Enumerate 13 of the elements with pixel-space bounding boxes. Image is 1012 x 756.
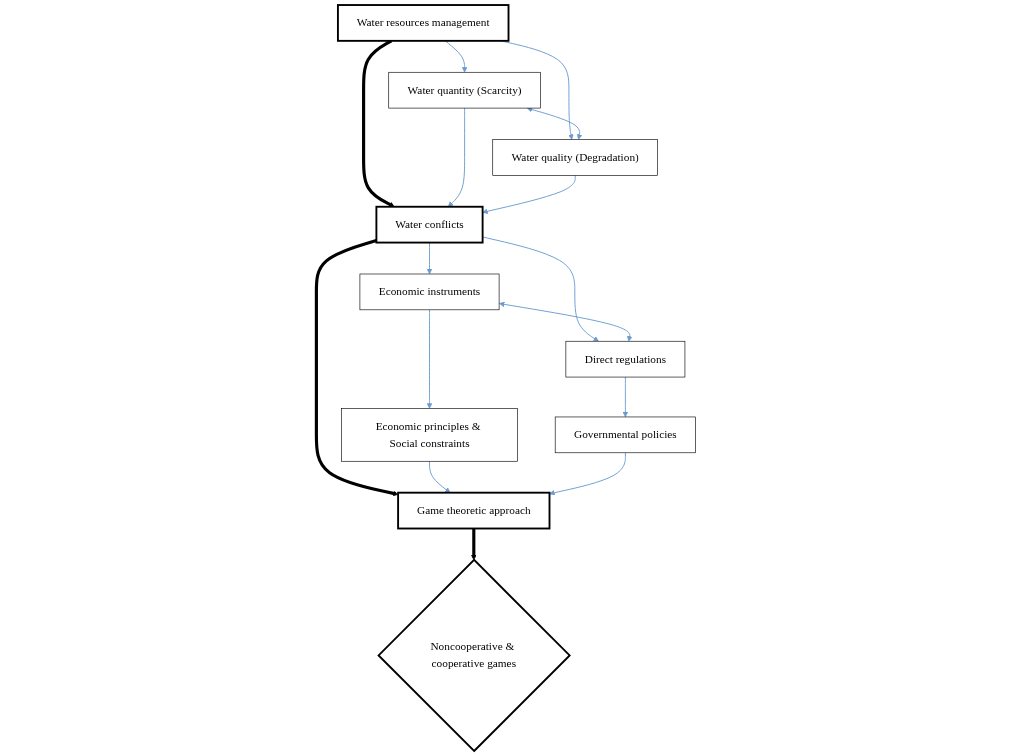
- arrow: [471, 528, 477, 561]
- node-box: Water conflicts: [375, 205, 484, 244]
- node-box: Water quality (Degradation): [492, 139, 658, 176]
- node-box: Water quantity (Scarcity): [388, 71, 541, 109]
- node-box: Water resources management: [336, 4, 510, 42]
- arrow: [314, 238, 399, 497]
- node-box: Economic instruments: [359, 273, 500, 311]
- node-box: Governmental policies: [554, 416, 696, 454]
- arrow: [362, 39, 395, 207]
- node-box: Direct regulations: [565, 340, 686, 378]
- node-box: Game theoretic approach: [397, 491, 551, 530]
- node-diamond: Noncooperative & cooperative games: [377, 558, 571, 753]
- node-box: Economic principles & Social constraints: [341, 408, 518, 462]
